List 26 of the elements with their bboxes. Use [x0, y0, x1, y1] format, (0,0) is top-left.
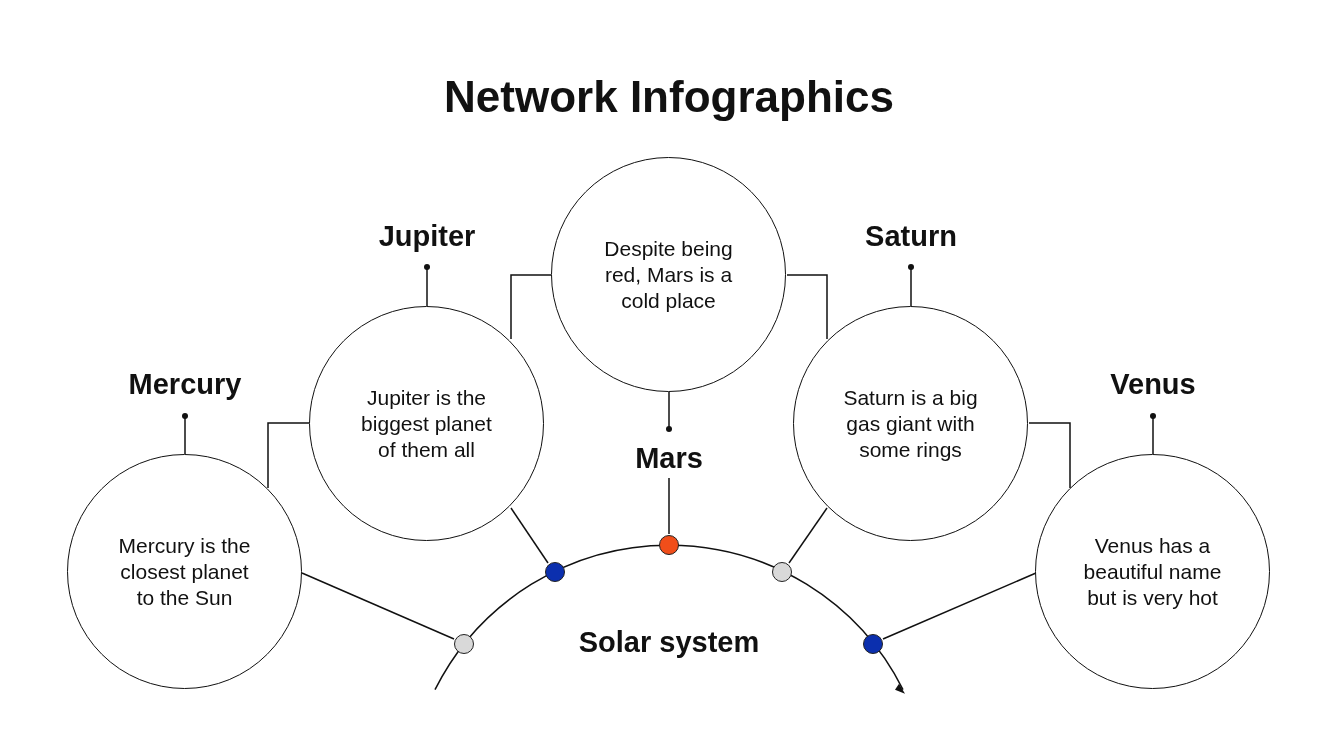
title: Network Infographics [443, 72, 895, 122]
dot-marker [659, 535, 679, 555]
connector-line [882, 572, 1037, 640]
connector-line [510, 507, 549, 564]
arc-label: Solar system [577, 625, 761, 660]
heading: Mercury [127, 367, 243, 402]
dot-marker [545, 562, 565, 582]
description-text: Saturn is a big gas giant with some rings [842, 384, 979, 463]
description-text: Jupiter is the biggest planet of them all [360, 384, 493, 463]
connector-line [786, 274, 828, 340]
connector-line [1028, 422, 1071, 489]
connector-line [267, 422, 310, 489]
heading: Mars [634, 441, 704, 476]
connector-line [668, 477, 670, 535]
description-text: Despite being red, Mars is a cold place [603, 235, 734, 314]
dot-marker [454, 634, 474, 654]
connector-line [788, 507, 828, 564]
connector-line [510, 274, 552, 340]
dot-marker [863, 634, 883, 654]
heading: Venus [1109, 367, 1197, 402]
heading: Saturn [864, 219, 958, 254]
description-text: Mercury is the closest planet to the Sun [117, 532, 252, 611]
connector-line [301, 572, 455, 640]
dot-marker [772, 562, 792, 582]
description-text: Venus has a beautiful name but is very hot [1082, 532, 1223, 611]
heading: Jupiter [377, 219, 477, 254]
